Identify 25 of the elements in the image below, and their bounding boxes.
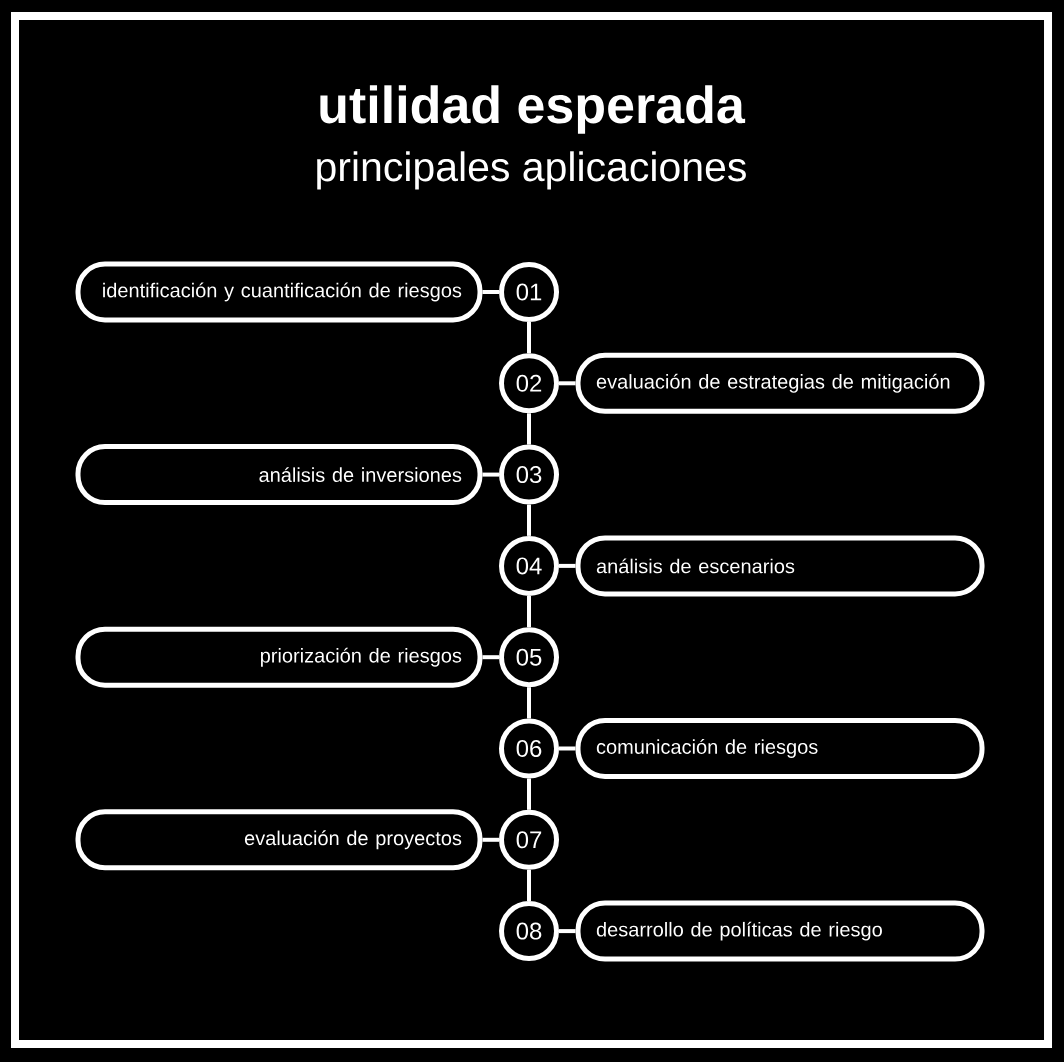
connector-line [527, 322, 531, 354]
connector-line [559, 746, 576, 751]
rounded-box: identificación y cuantificación de riesgos [75, 261, 483, 323]
connector-line [527, 869, 531, 902]
connector-line [527, 504, 531, 536]
connector-line [527, 778, 531, 810]
rounded-box: comunicación de riesgos [575, 718, 985, 779]
rounded-box: análisis de inversiones [75, 444, 483, 506]
connector-line [559, 929, 576, 934]
connector-line [559, 381, 576, 386]
rounded-box: desarrollo de políticas de riesgo [575, 900, 985, 962]
connector-line [527, 595, 531, 628]
title: utilidad esperada [320, 85, 746, 134]
connector-line [482, 837, 499, 842]
connector-line [482, 655, 499, 660]
rounded-box: evaluación de proyectos [75, 809, 483, 871]
connector-line [527, 687, 531, 719]
rounded-box: evaluación de estrategias de mitigación [575, 352, 985, 414]
rounded-box: análisis de escenarios [575, 535, 985, 597]
rounded-box: priorización de riesgos [75, 626, 483, 688]
subtitle: principales aplicaciones [317, 151, 746, 190]
connector-line [559, 563, 576, 568]
connector-line [482, 290, 499, 294]
connector-line [482, 472, 499, 477]
connector-line [527, 413, 531, 445]
